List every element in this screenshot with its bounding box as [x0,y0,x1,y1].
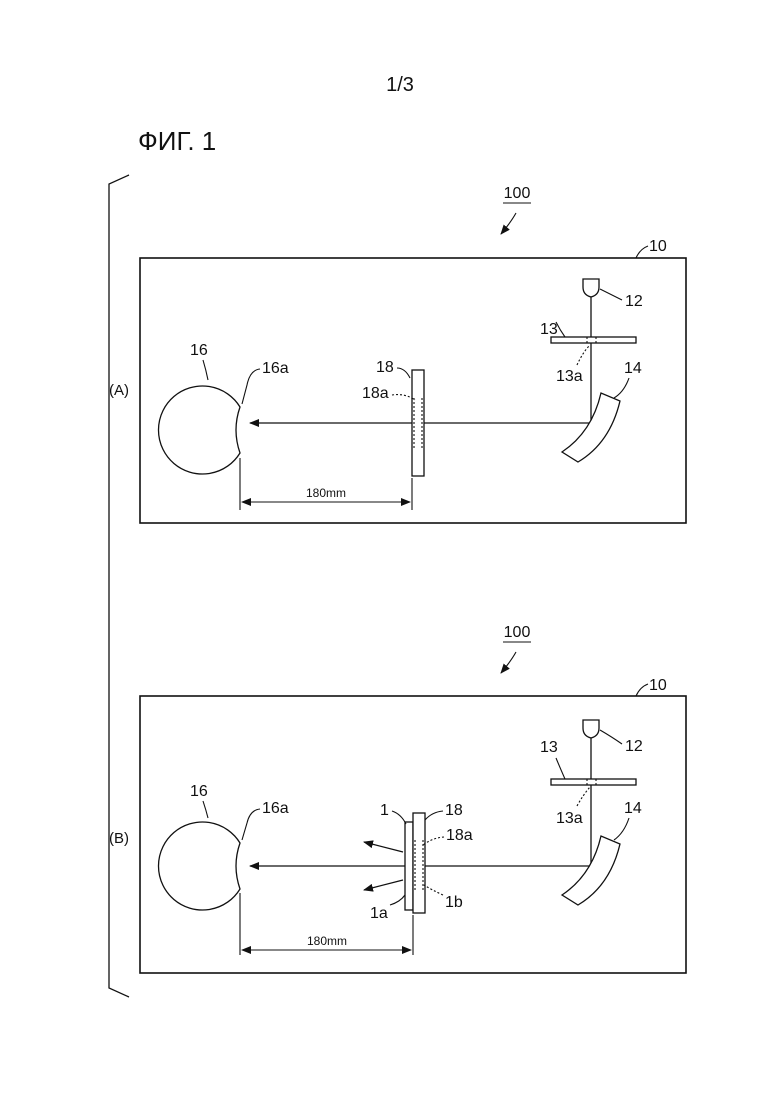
mirror-leader [614,378,629,398]
device-ref-arrow [501,652,516,673]
eye-leader [203,801,208,818]
film-front-ref-label: 1a [370,905,388,922]
distance-label: 180mm [307,934,347,948]
plate-leader [397,368,410,378]
panel-b: (B) 100 10 16 16a 1 18 18a 1a [109,624,686,973]
plate-region-leader [423,837,444,845]
light-source [583,720,599,738]
aperture-ref-label: 13 [540,321,558,338]
eye-leader [203,360,208,380]
aperture-plate [551,337,636,343]
light-source-leader [600,730,622,744]
mirror-ref-label: 14 [624,800,642,817]
light-source-ref-label: 12 [625,738,643,755]
page-number: 1/3 [386,74,414,96]
plate-ref-label: 18 [376,359,394,376]
device-ref-arrow [501,213,516,234]
figure-title: ФИГ. 1 [138,126,216,156]
frame-ref-label: 10 [649,238,667,255]
frame-leader [636,246,648,258]
film-back-leader [424,885,443,895]
panel-label: (A) [109,382,129,399]
frame-leader [636,684,648,696]
scattered-ray-upper [364,842,403,852]
aperture-plate [551,779,636,785]
frame-ref-label: 10 [649,677,667,694]
transparent-plate [413,813,425,913]
device-ref-label: 100 [504,185,531,202]
aperture-hole-leader [577,345,590,365]
aperture-ref-label: 13 [540,739,558,756]
film-back-ref-label: 1b [445,894,463,911]
cornea-leader [242,369,260,404]
plate-ref-label: 18 [445,802,463,819]
device-ref-label: 100 [504,624,531,641]
light-source [583,279,599,297]
eye-ref-label: 16 [190,342,208,359]
film-leader [392,811,406,824]
aperture-leader [556,758,565,779]
light-source-leader [600,289,622,300]
panel-label: (B) [109,830,129,847]
eye-ref-label: 16 [190,783,208,800]
eye-model [158,386,240,474]
mirror-ref-label: 14 [624,360,642,377]
plate-region-ref-label: 18a [362,385,389,402]
plate-region-ref-label: 18a [446,827,473,844]
film-front-leader [390,895,405,905]
grouping-bracket [109,175,129,997]
aperture-hole-ref-label: 13a [556,368,583,385]
mirror-leader [614,818,629,840]
film-ref-label: 1 [380,802,389,819]
film-sample [405,822,413,910]
cornea-leader [242,809,260,840]
distance-label: 180mm [306,486,346,500]
scattered-ray-lower [364,880,403,890]
cornea-ref-label: 16a [262,800,289,817]
panel-a: (A) 100 10 16 16a 18 18a 12 13 [109,185,686,523]
aperture-hole-leader [577,787,590,806]
light-source-ref-label: 12 [625,293,643,310]
eye-model [158,822,240,910]
cornea-ref-label: 16a [262,360,289,377]
aperture-hole-ref-label: 13a [556,810,583,827]
plate-leader [425,811,443,820]
